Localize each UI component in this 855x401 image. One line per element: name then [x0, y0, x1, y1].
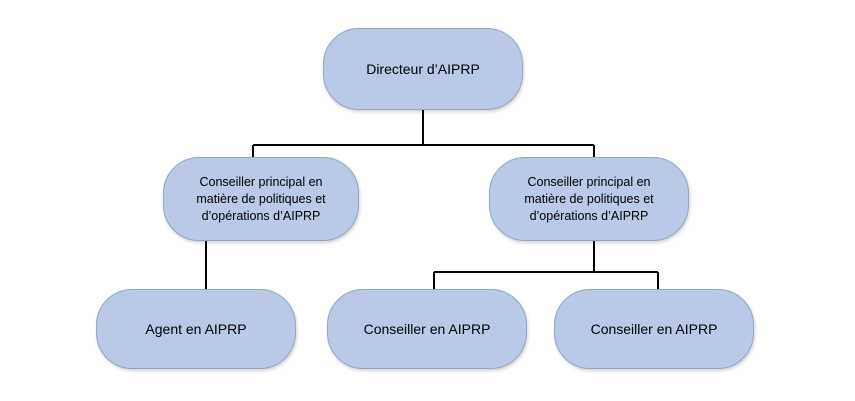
advisor-node-2: Conseiller en AIPRP	[554, 289, 754, 369]
agent-label: Agent en AIPRP	[145, 321, 247, 337]
director-label: Directeur d’AIPRP	[366, 61, 480, 77]
director-node: Directeur d’AIPRP	[323, 28, 523, 110]
senior-advisor-left-label: Conseiller principal en matière de polit…	[196, 174, 326, 223]
agent-node: Agent en AIPRP	[96, 289, 296, 369]
advisor-label-2: Conseiller en AIPRP	[590, 321, 718, 337]
senior-advisor-right-label: Conseiller principal en matière de polit…	[524, 174, 654, 223]
senior-advisor-right-node: Conseiller principal en matière de polit…	[489, 157, 689, 241]
advisor-node-1: Conseiller en AIPRP	[327, 289, 527, 369]
senior-advisor-left-node: Conseiller principal en matière de polit…	[163, 157, 359, 241]
advisor-label-1: Conseiller en AIPRP	[363, 321, 491, 337]
